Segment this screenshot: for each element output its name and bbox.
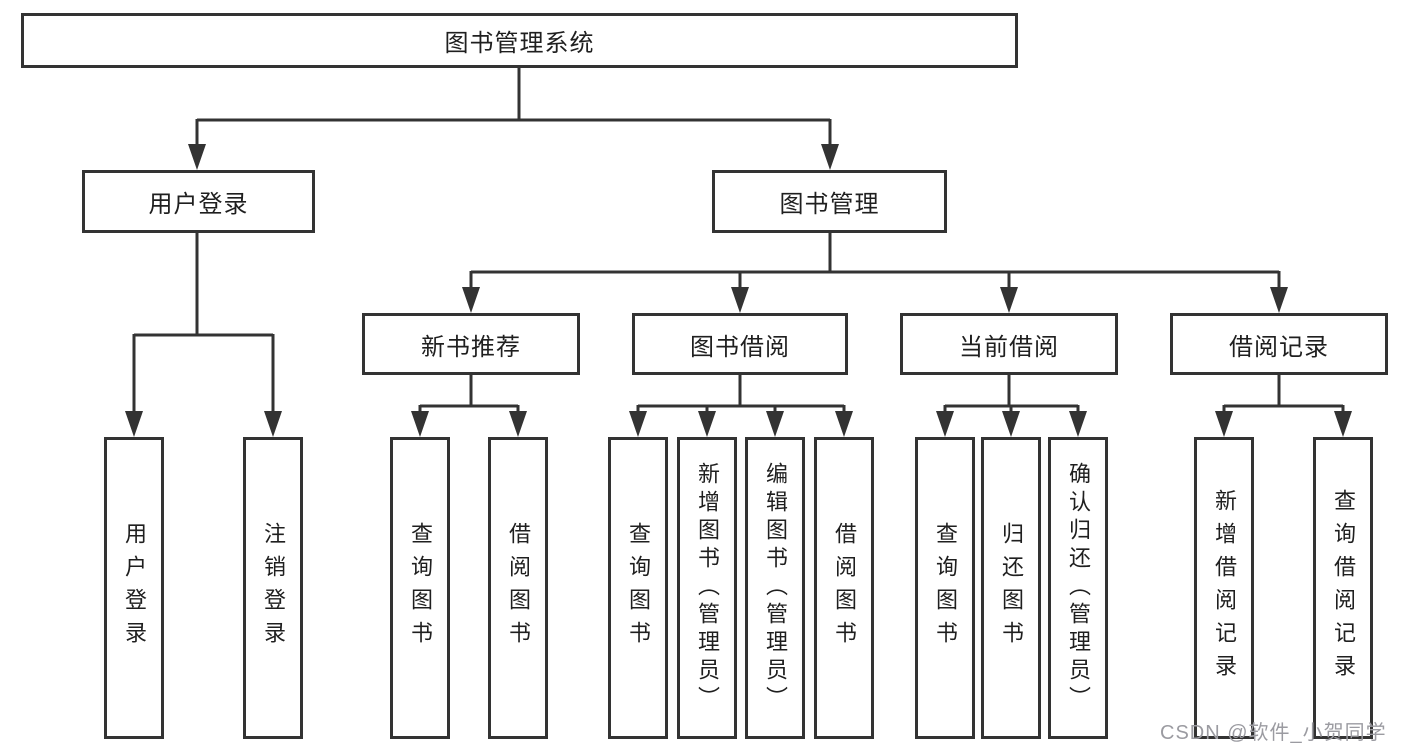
leaf-logout-label: 注销登录 (261, 522, 286, 654)
leaf-bb-query-books: 查询图书 (608, 437, 668, 739)
leaf-cb-return-books-label: 归还图书 (999, 522, 1024, 654)
leaf-cb-confirm-return-admin-label: 确认归还（管理员） (1066, 462, 1091, 714)
node-book-borrowing: 图书借阅 (632, 313, 848, 375)
node-current-borrowing: 当前借阅 (900, 313, 1118, 375)
leaf-br-query-record-label: 查询借阅记录 (1331, 489, 1356, 687)
connector-root-to-level2 (195, 66, 832, 148)
leaf-bb-edit-books-admin-label: 编辑图书（管理员） (763, 462, 788, 714)
csdn-watermark: CSDN @软件_小贺同学 (1160, 722, 1387, 744)
arrowheads (125, 144, 1352, 437)
leaf-user-login-label: 用户登录 (122, 522, 147, 654)
node-new-book-recommend-label: 新书推荐 (421, 333, 521, 361)
connector-book-management-to-level3 (469, 232, 1281, 292)
node-root: 图书管理系统 (21, 13, 1018, 68)
connector-new-book-recommend-to-leaves (418, 374, 520, 416)
leaf-bb-borrow-books-label: 借阅图书 (832, 522, 857, 654)
leaf-nbr-borrow-books: 借阅图书 (488, 437, 548, 739)
leaf-bb-edit-books-admin: 编辑图书（管理员） (745, 437, 805, 739)
connector-borrow-records-to-leaves (1222, 374, 1345, 416)
node-new-book-recommend: 新书推荐 (362, 313, 580, 375)
leaf-logout: 注销登录 (243, 437, 303, 739)
leaf-br-add-record: 新增借阅记录 (1194, 437, 1254, 739)
leaf-bb-query-books-label: 查询图书 (626, 522, 651, 654)
node-book-management: 图书管理 (712, 170, 947, 233)
leaf-nbr-query-books: 查询图书 (390, 437, 450, 739)
node-borrow-records: 借阅记录 (1170, 313, 1388, 375)
leaf-cb-confirm-return-admin: 确认归还（管理员） (1048, 437, 1108, 739)
node-book-management-label: 图书管理 (779, 191, 880, 218)
leaf-br-query-record: 查询借阅记录 (1313, 437, 1373, 739)
node-root-label: 图书管理系统 (444, 30, 595, 57)
leaf-nbr-query-books-label: 查询图书 (408, 522, 433, 654)
connector-book-borrowing-to-leaves (636, 374, 846, 416)
leaf-nbr-borrow-books-label: 借阅图书 (506, 522, 531, 654)
node-current-borrowing-label: 当前借阅 (959, 333, 1059, 361)
connector-current-borrowing-to-leaves (943, 374, 1080, 416)
leaf-br-add-record-label: 新增借阅记录 (1212, 489, 1237, 687)
leaf-bb-add-books-admin: 新增图书（管理员） (677, 437, 737, 739)
leaf-cb-return-books: 归还图书 (981, 437, 1041, 739)
node-user-login: 用户登录 (82, 170, 315, 233)
node-borrow-records-label: 借阅记录 (1229, 333, 1329, 361)
leaf-user-login: 用户登录 (104, 437, 164, 739)
leaf-bb-borrow-books: 借阅图书 (814, 437, 874, 739)
leaf-bb-add-books-admin-label: 新增图书（管理员） (695, 462, 720, 714)
leaf-cb-query-books: 查询图书 (915, 437, 975, 739)
leaf-cb-query-books-label: 查询图书 (933, 522, 958, 654)
node-user-login-label: 用户登录 (148, 191, 249, 218)
node-book-borrowing-label: 图书借阅 (690, 333, 790, 361)
connector-user-login-to-leaves (132, 232, 275, 416)
